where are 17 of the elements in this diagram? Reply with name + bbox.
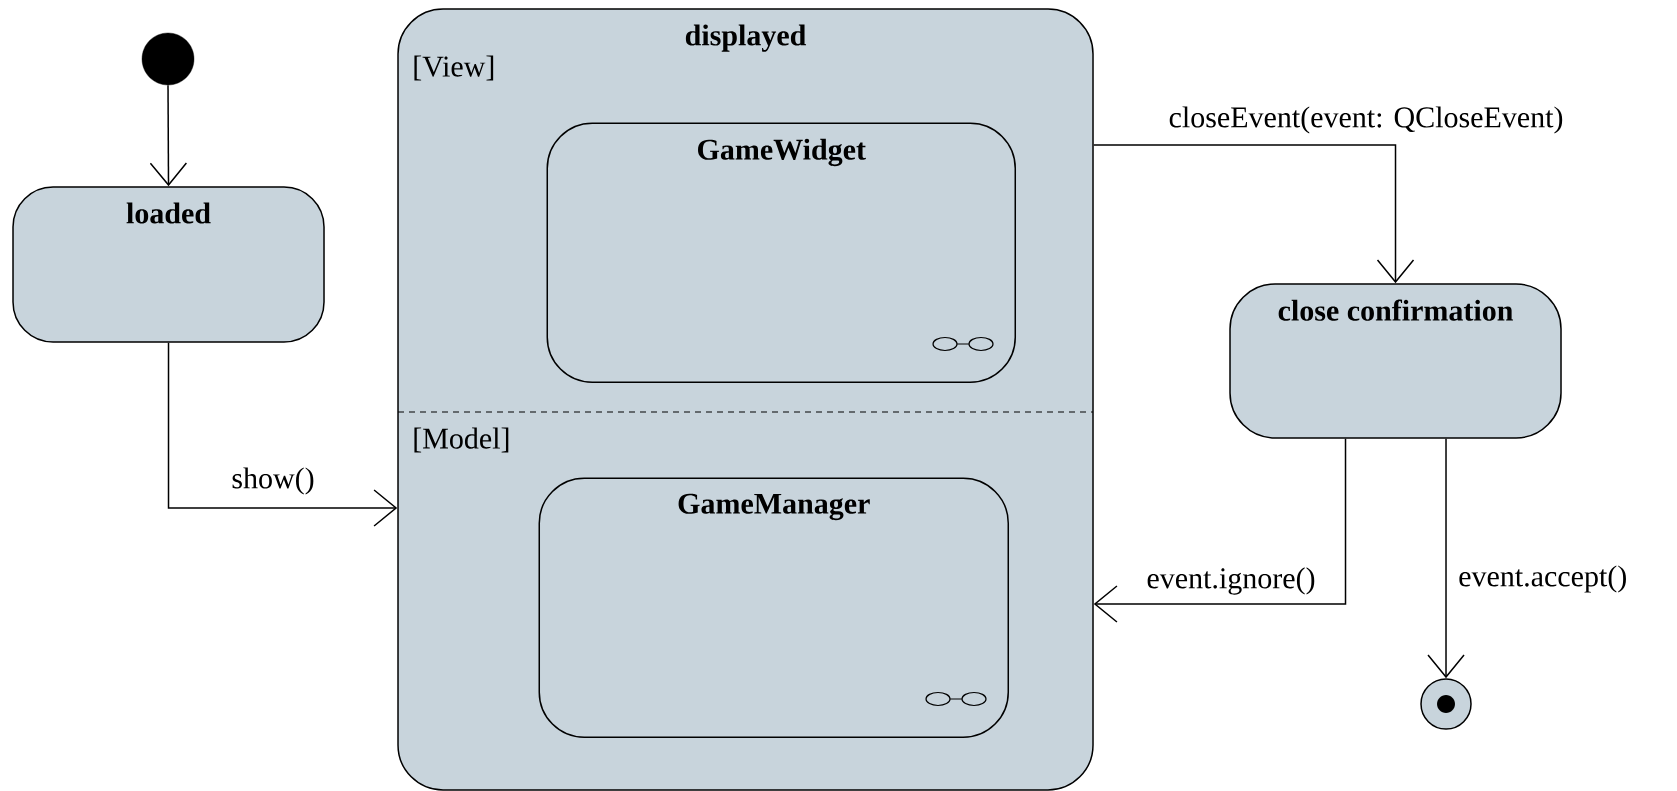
transition-arrow — [1427, 438, 1465, 679]
region-label: [View] — [414, 55, 494, 81]
edge-label: event.ignore() — [1144, 565, 1318, 597]
transition-arrow — [167, 342, 398, 527]
state-box: GameManager — [538, 477, 1009, 738]
edge-label: show() — [229, 465, 317, 497]
final-state — [1420, 678, 1472, 730]
state-box: GameWidget — [546, 122, 1016, 383]
initial-state — [141, 32, 195, 86]
state-box: close confirmation — [1229, 283, 1562, 439]
transition-arrow — [1093, 438, 1347, 623]
transition-arrow — [1093, 144, 1415, 284]
region-label: [Model] — [414, 427, 509, 453]
state-box: loaded — [12, 186, 325, 343]
transition-arrow — [149, 84, 188, 187]
edge-label: closeEvent(event: QCloseEvent) — [1166, 104, 1566, 136]
edge-label: event.accept() — [1456, 563, 1630, 595]
